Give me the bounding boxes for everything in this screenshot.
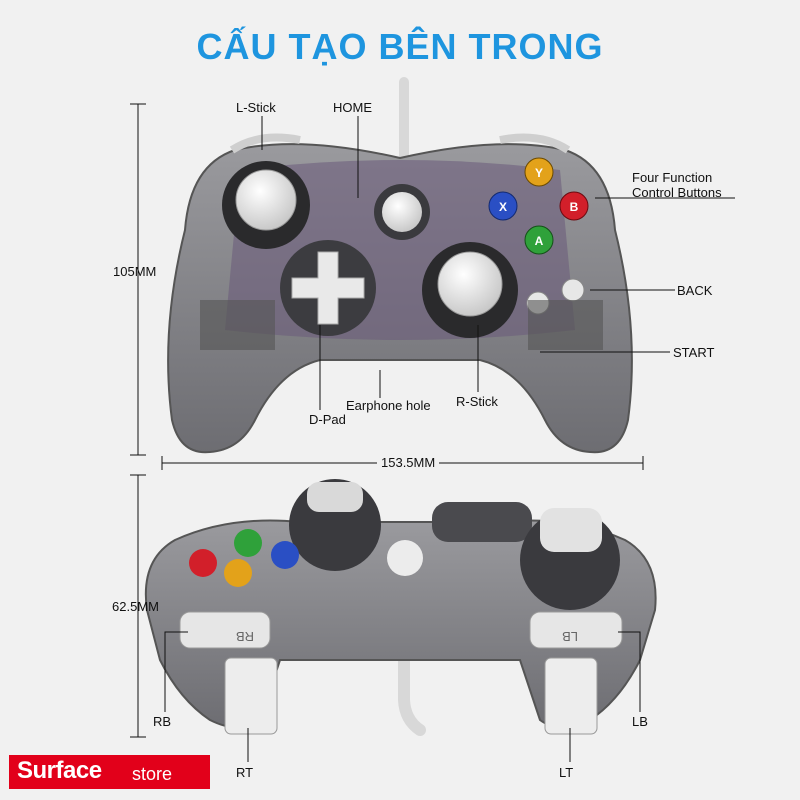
b-button-label: B <box>570 200 579 214</box>
a-button-label: A <box>535 234 544 248</box>
label-lt: LT <box>559 765 574 780</box>
dimension-height-bottom: 62.5MM <box>112 599 159 614</box>
dimension-width: 153.5MM <box>377 455 440 470</box>
y-button <box>524 157 554 187</box>
y-button-front <box>224 559 252 587</box>
r-stick-front <box>540 508 602 552</box>
rb-engraving: RB <box>236 629 254 644</box>
x-button-label: X <box>499 200 507 214</box>
lb-engraving: LB <box>562 629 578 644</box>
logo-small-text: store <box>132 764 173 784</box>
dimension-height-top: 105MM <box>113 264 157 279</box>
label-rb: RB <box>153 714 172 729</box>
label-four-function: Four Function Control Buttons <box>632 170 722 200</box>
leader-lines-top <box>261 116 735 410</box>
label-rt: RT <box>236 765 254 780</box>
a-button-front <box>234 529 262 557</box>
label-earphone: Earphone hole <box>346 398 431 413</box>
home-button <box>382 192 422 232</box>
label-lb: LB <box>632 714 648 729</box>
b-button-front <box>189 549 217 577</box>
controller-top-view: Y X B A <box>167 133 633 454</box>
back-button <box>561 278 585 302</box>
label-l-stick: L-Stick <box>236 100 276 115</box>
controller-front-view: RB LB <box>144 479 657 735</box>
r-stick-cap <box>437 251 503 317</box>
label-r-stick: R-Stick <box>456 394 498 409</box>
usb-cable-bottom <box>398 634 426 736</box>
b-button <box>559 191 589 221</box>
rt-trigger <box>224 657 278 735</box>
page-title: CẤU TẠO BÊN TRONG <box>196 26 604 67</box>
label-back: BACK <box>677 283 713 298</box>
rb-bumper <box>179 611 271 649</box>
bumper-left <box>229 133 301 154</box>
label-d-pad: D-Pad <box>309 412 346 427</box>
l-stick-front <box>307 482 363 512</box>
home-front <box>387 540 423 576</box>
lt-trigger <box>544 657 598 735</box>
label-home: HOME <box>333 100 372 115</box>
d-pad-front <box>432 502 532 542</box>
store-logo: Surface store <box>9 755 210 789</box>
label-four-function-line1: Four Function <box>632 170 713 185</box>
a-button <box>524 225 554 255</box>
lb-bumper <box>529 611 623 649</box>
l-stick-cap <box>235 169 297 231</box>
x-button <box>488 191 518 221</box>
x-button-front <box>271 541 299 569</box>
logo-bold-text: Surface <box>17 757 102 784</box>
label-four-function-line2: Control Buttons <box>632 185 722 200</box>
d-pad <box>291 251 365 325</box>
leader-lines-bottom <box>164 631 641 762</box>
label-start: START <box>673 345 715 360</box>
y-button-label: Y <box>535 166 543 180</box>
bumper-right <box>499 133 571 154</box>
left-trigger-mechanism <box>200 300 275 350</box>
right-trigger-mechanism <box>528 300 603 350</box>
